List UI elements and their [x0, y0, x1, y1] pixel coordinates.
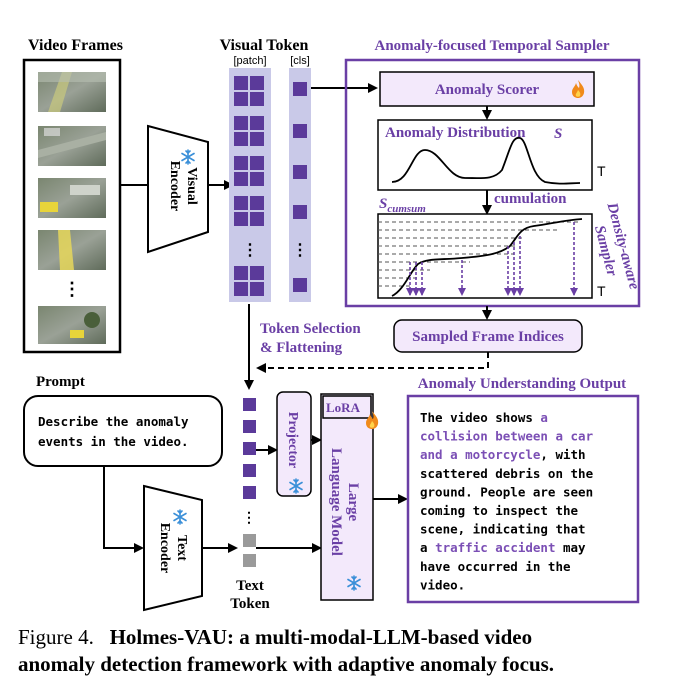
video-frame-2 — [38, 126, 106, 166]
prompt-text-line-2: events in the video. — [38, 434, 189, 449]
visual-token-title: Visual Token — [220, 37, 309, 54]
output-line: and a motorcycle, with — [420, 447, 586, 462]
video-frame-1 — [38, 72, 106, 112]
prompt-box — [23, 395, 223, 467]
visual-encoder-label-1: Visual — [184, 167, 199, 205]
indices-to-token-dashed-arrow — [256, 352, 489, 373]
patch-grid-2 — [234, 116, 264, 146]
figure-caption: Figure 4. Holmes-VAU: a multi-modal-LLM-… — [18, 624, 658, 678]
cumulation-label: cumulation — [494, 191, 567, 207]
patch-label: [patch] — [233, 55, 266, 67]
prompt-text-line-1: Describe the anomaly — [38, 414, 189, 429]
sampled-index-arrows — [406, 222, 578, 296]
t-symbol-1: T — [597, 163, 606, 179]
text-encoder-label-1: Text — [174, 535, 189, 561]
output-span: scene, indicating that — [420, 522, 586, 537]
video-frame-4 — [38, 230, 106, 270]
text-tokens — [243, 534, 256, 567]
output-line: video. — [420, 577, 465, 592]
patch-grid-1 — [234, 76, 264, 106]
s-symbol: S — [554, 126, 562, 142]
caption-bold-line-1: Holmes-VAU: a multi-modal-LLM-based vide… — [109, 625, 533, 649]
text-token-label-1: Text — [236, 578, 264, 594]
patch-ellipsis: ⋮ — [242, 242, 258, 259]
sampler-title: Anomaly-focused Temporal Sampler — [374, 38, 609, 54]
cls-label: [cls] — [290, 55, 310, 67]
flattened-visual-tokens: ⋮ — [242, 398, 256, 525]
text-encoder-label-2: Encoder — [157, 523, 172, 574]
output-text: The video shows a collision between a car… — [420, 410, 594, 592]
output-highlight-span: and a motorcycle — [420, 447, 541, 462]
visual-encoder-block — [147, 124, 209, 254]
output-line: scene, indicating that — [420, 522, 586, 537]
cls-token-column — [289, 68, 311, 302]
video-frames-title: Video Frames — [28, 37, 123, 54]
llm-block — [320, 393, 374, 601]
svg-text:⋮: ⋮ — [242, 509, 256, 525]
output-line: a traffic accident may — [420, 540, 586, 555]
output-highlight-span: a — [540, 410, 548, 425]
patch-grid-5 — [234, 266, 264, 296]
anomaly-distribution-curve — [391, 137, 581, 185]
llm-label-1: Large — [345, 483, 361, 522]
output-line: collision between a car — [420, 429, 594, 444]
video-frame-3 — [38, 178, 106, 218]
projector-box — [276, 391, 312, 497]
output-span: ground. People are seen — [420, 484, 593, 499]
anomaly-scorer-box — [379, 71, 595, 107]
visual-encoder-label-2: Encoder — [167, 161, 182, 212]
frames-ellipsis: ⋮ — [63, 279, 81, 299]
lora-box — [322, 395, 372, 419]
output-line: The video shows a — [420, 410, 548, 425]
caption-bold-line-2: anomaly detection framework with adaptiv… — [18, 652, 555, 676]
patch-grid-3 — [234, 156, 264, 186]
prompt-title: Prompt — [36, 374, 85, 390]
output-span: The video shows — [420, 410, 540, 425]
caption-lead: Figure 4. — [18, 625, 94, 649]
text-encoder-block — [143, 484, 203, 612]
output-span: scattered debris on the — [420, 466, 594, 481]
cls-tokens: ⋮ — [292, 82, 308, 292]
token-selection-label-1: Token Selection — [260, 321, 361, 337]
output-span: video. — [420, 577, 465, 592]
lora-label: LoRA — [326, 400, 361, 415]
sampled-frame-indices-label: Sampled Frame Indices — [412, 329, 564, 345]
llm-label-2: Language Model — [328, 448, 344, 556]
cumsum-curve — [391, 218, 583, 297]
output-span: may — [555, 540, 586, 555]
token-selection-label-2: & Flattening — [260, 340, 343, 356]
output-highlight-span: traffic accident — [435, 540, 555, 555]
patch-token-grids: ⋮ — [234, 76, 264, 296]
anomaly-distribution-label: Anomaly Distribution — [385, 125, 526, 141]
output-span: coming to inspect the — [420, 503, 579, 518]
anomaly-scorer-label: Anomaly Scorer — [435, 82, 540, 98]
video-frame-5 — [38, 306, 106, 344]
projector-label: Projector — [285, 412, 300, 468]
s-cumsum-symbol: Scumsum — [379, 196, 426, 215]
holmes-vau-diagram: Video Frames ⋮ Vis — [22, 37, 642, 612]
output-panel — [406, 394, 640, 604]
output-line: scattered debris on the — [420, 466, 594, 481]
sampler-panel — [344, 58, 641, 308]
output-span: have occurred in the — [420, 559, 571, 574]
video-frame-stack: ⋮ — [38, 72, 106, 344]
text-token-label-2: Token — [230, 596, 270, 612]
output-span: a — [420, 540, 435, 555]
output-span: , with — [540, 447, 585, 462]
output-line: have occurred in the — [420, 559, 571, 574]
output-line: coming to inspect the — [420, 503, 579, 518]
output-title: Anomaly Understanding Output — [418, 376, 626, 392]
svg-text:⋮: ⋮ — [292, 242, 308, 259]
output-highlight-span: collision between a car — [420, 429, 594, 444]
patch-grid-4 — [234, 196, 264, 226]
t-symbol-2: T — [597, 283, 606, 299]
output-line: ground. People are seen — [420, 484, 593, 499]
prompt-to-text-encoder-arrow — [103, 466, 144, 553]
